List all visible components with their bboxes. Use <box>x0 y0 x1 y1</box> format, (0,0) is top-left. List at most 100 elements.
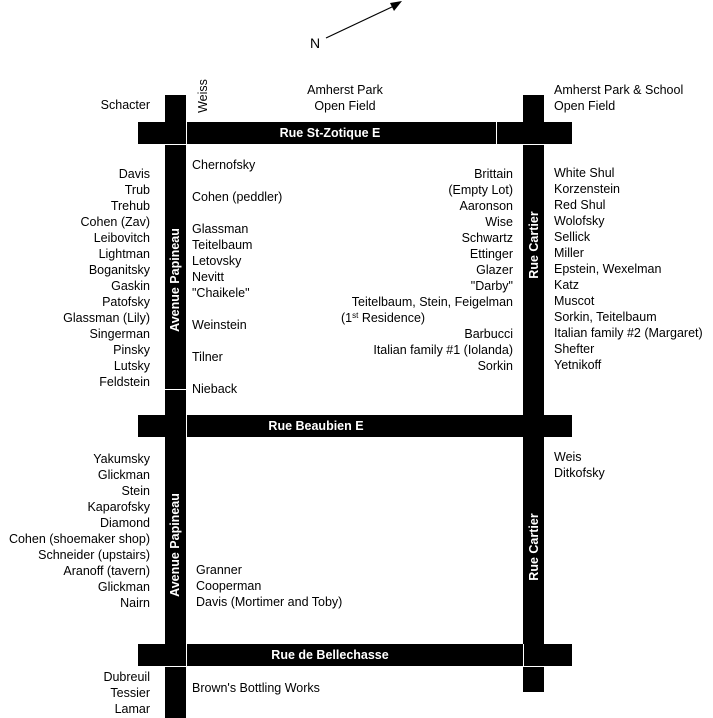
list-item: Lutsky <box>113 359 150 373</box>
amherst-park-line1: Amherst Park <box>307 83 383 97</box>
list-item: Ditkofsky <box>554 466 605 480</box>
list-item: (Empty Lot) <box>448 183 513 197</box>
rue-cartier-north-label: Rue Cartier <box>527 211 541 279</box>
list-item: Dubreuil <box>103 670 150 684</box>
list-item: Wise <box>485 215 513 229</box>
first-residence-label: (1st Residence) <box>341 310 425 326</box>
list-item: Red Shul <box>554 198 606 212</box>
intersection-line <box>165 389 186 390</box>
rue-st-zotique-street <box>138 122 572 144</box>
list-item: Lamar <box>114 702 150 716</box>
intersection-line <box>165 144 186 145</box>
list-item: Tessier <box>110 686 150 700</box>
rue-st-zotique-label: Rue St-Zotique E <box>279 126 381 140</box>
list-item: Glassman (Lily) <box>63 311 150 325</box>
browns-bottling-works-label: Brown's Bottling Works <box>192 681 320 695</box>
list-item: Weis <box>554 450 582 464</box>
west-papineau-south-list: Yakumsky Glickman Stein Kaparofsky Diamo… <box>9 451 150 611</box>
chernofsky-label: Chernofsky <box>192 158 256 172</box>
intersection-line <box>496 122 497 144</box>
east-papineau-north-group: Glassman Teitelbaum Letovsky Nevitt "Cha… <box>192 221 252 301</box>
list-item: Diamond <box>99 516 150 530</box>
list-item: Boganitsky <box>88 263 150 277</box>
list-item: Nairn <box>120 596 150 610</box>
cohen-peddler-label: Cohen (peddler) <box>192 190 283 204</box>
list-item: Epstein, Wexelman <box>554 262 662 276</box>
bottom-west-list: Dubreuil Tessier Lamar <box>103 669 150 717</box>
nieback-label: Nieback <box>192 382 238 396</box>
amherst-park-school-label: Amherst Park & School Open Field <box>554 82 683 114</box>
list-item: Muscot <box>554 294 595 308</box>
list-item: Italian family #2 (Margaret) <box>554 326 703 340</box>
list-item: Barbucci <box>464 327 513 341</box>
list-item: Davis (Mortimer and Toby) <box>196 595 343 609</box>
list-item: Aranoff (tavern) <box>63 564 150 578</box>
intersection-line <box>186 122 187 144</box>
list-item: Cohen (shoemaker shop) <box>8 532 150 546</box>
weiss-label: Weiss <box>196 79 210 113</box>
amherst-park-line2: Open Field <box>314 99 376 113</box>
list-item: Letovsky <box>192 254 242 268</box>
east-cartier-south-list: Weis Ditkofsky <box>554 449 605 481</box>
list-item: Granner <box>196 563 242 577</box>
amherst-park-label: Amherst Park Open Field <box>295 82 395 114</box>
list-item: Singerman <box>89 327 150 341</box>
list-item: "Darby" <box>470 279 513 293</box>
list-item: Yakumsky <box>93 452 150 466</box>
east-papineau-south-list: Granner Cooperman Davis (Mortimer and To… <box>196 562 342 610</box>
list-item: "Chaikele" <box>192 286 250 300</box>
list-item: Stein <box>121 484 151 498</box>
list-item: Glazer <box>476 263 513 277</box>
avenue-papineau-north-label: Avenue Papineau <box>168 228 182 332</box>
list-item: Sellick <box>554 230 591 244</box>
list-item: White Shul <box>554 166 615 180</box>
list-item: Glickman <box>97 580 150 594</box>
tilner-label: Tilner <box>192 350 223 364</box>
north-arrow-icon <box>325 1 402 39</box>
list-item: Italian family #1 (Iolanda) <box>373 343 513 357</box>
list-item: Schwartz <box>461 231 513 245</box>
rue-cartier-north <box>523 95 544 415</box>
list-item: Katz <box>554 278 580 292</box>
avenue-papineau-north <box>165 95 186 415</box>
rue-cartier-south <box>523 436 544 692</box>
rue-beaubien-street <box>138 415 572 437</box>
intersection-line <box>523 666 544 667</box>
list-item: Wolofsky <box>554 214 605 228</box>
list-item: Leibovitch <box>93 231 150 245</box>
list-item: Shefter <box>554 342 595 356</box>
rue-beaubien-label: Rue Beaubien E <box>268 419 364 433</box>
west-cartier-north-list: Brittain (Empty Lot) Aaronson Wise Schwa… <box>352 166 513 310</box>
schacter-label: Schacter <box>100 98 150 112</box>
list-item: Pinsky <box>113 343 150 357</box>
list-item: Patofsky <box>102 295 150 309</box>
north-label: N <box>310 35 321 51</box>
first-residence-suffix: Residence) <box>358 311 426 325</box>
list-item: Glickman <box>97 468 150 482</box>
list-item: Miller <box>554 246 584 260</box>
list-item: Nevitt <box>192 270 224 284</box>
first-residence-sup: st <box>352 311 359 320</box>
list-item: Yetnikoff <box>554 358 602 372</box>
intersection-line <box>186 644 187 666</box>
list-item: Cooperman <box>196 579 262 593</box>
list-item: Teitelbaum, Stein, Feigelman <box>351 295 513 309</box>
amherst-school-line2: Open Field <box>554 99 616 113</box>
list-item: Sorkin, Teitelbaum <box>554 310 657 324</box>
list-item: Trub <box>124 183 150 197</box>
list-item: Davis <box>118 167 150 181</box>
list-item: Ettinger <box>469 247 513 261</box>
list-item: Teitelbaum <box>192 238 253 252</box>
east-cartier-north-list: White Shul Korzenstein Red Shul Wolofsky… <box>554 165 703 373</box>
west-cartier-north-list-2: Barbucci Italian family #1 (Iolanda) Sor… <box>373 326 513 374</box>
west-papineau-north-list: Davis Trub Trehub Cohen (Zav) Leibovitch… <box>63 166 150 390</box>
list-item: Trehub <box>110 199 150 213</box>
intersection-line <box>523 144 544 145</box>
intersection-line <box>186 415 187 437</box>
list-item: Sorkin <box>477 359 513 373</box>
list-item: Lightman <box>98 247 150 261</box>
rue-bellechasse-label: Rue de Bellechasse <box>271 648 389 662</box>
list-item: Brittain <box>474 167 513 181</box>
list-item: Glassman <box>192 222 249 236</box>
